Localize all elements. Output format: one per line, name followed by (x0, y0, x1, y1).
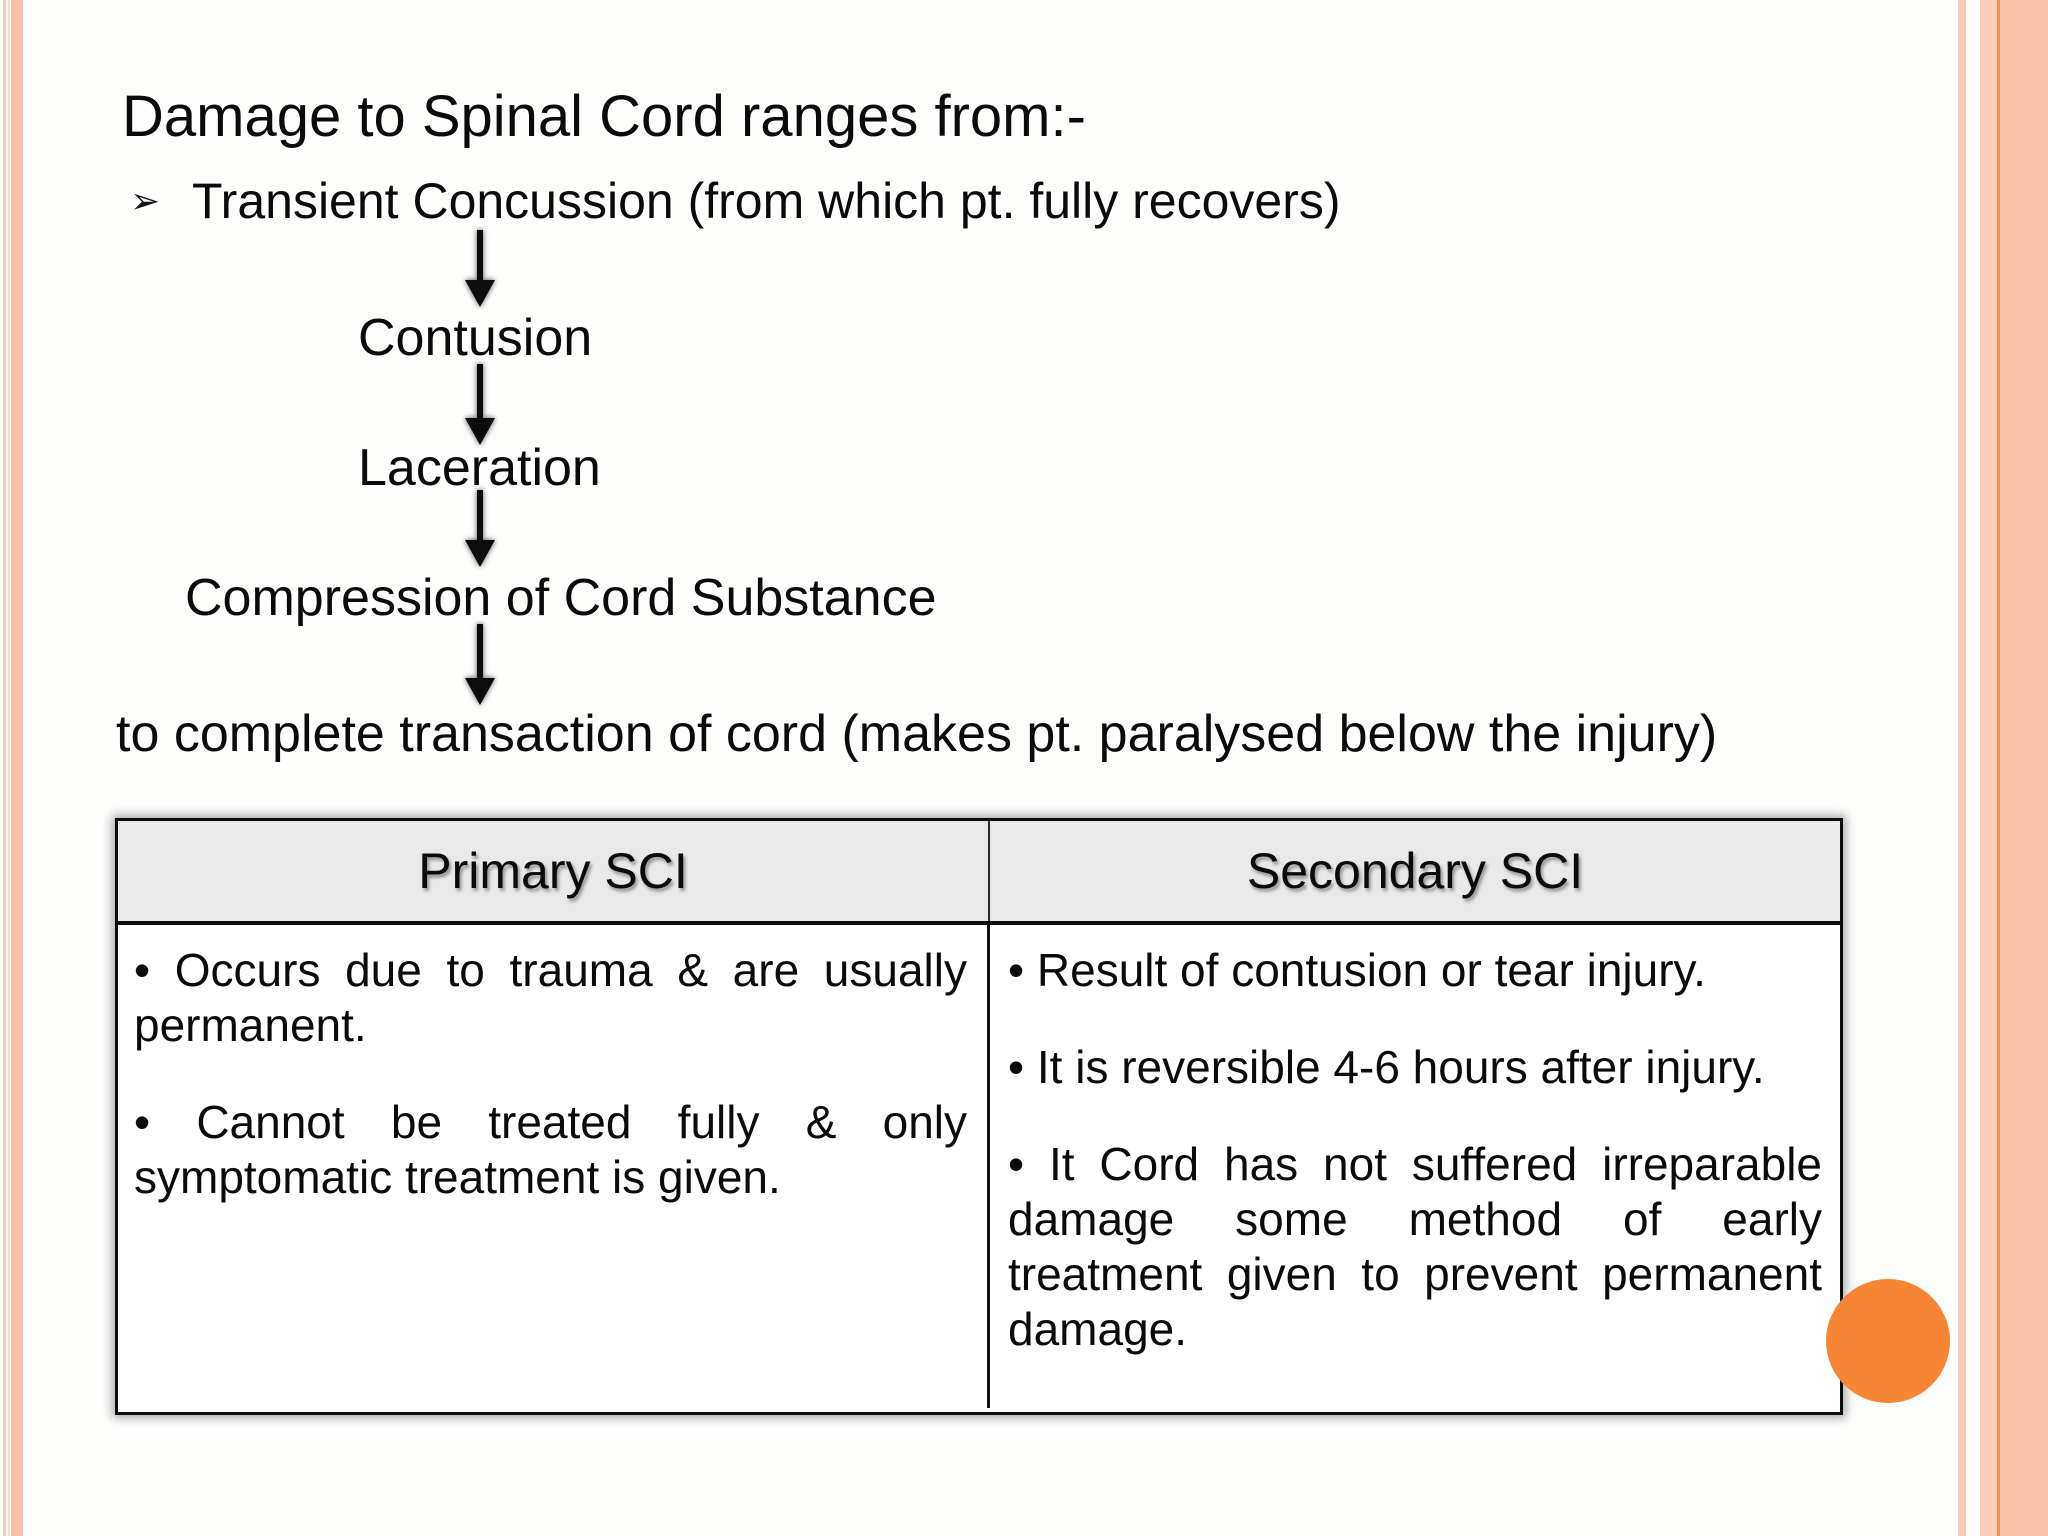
sci-comparison-table: Primary SCI Secondary SCI • Occurs due t… (115, 818, 1843, 1415)
bullet-line: ➢ Transient Concussion (from which pt. f… (130, 172, 1341, 230)
primary-bullet-1: • Occurs due to trauma & are usually per… (134, 944, 967, 1051)
down-arrow-icon (465, 490, 495, 567)
secondary-bullet-2: • It is reversible 4-6 hours after injur… (1008, 1041, 1765, 1093)
flow-step-contusion: Contusion (358, 309, 593, 367)
page-title: Damage to Spinal Cord ranges from:- (122, 84, 1086, 149)
primary-bullet-2: • Cannot be treated fully & only symptom… (134, 1096, 967, 1203)
table-header-primary: Primary SCI (118, 821, 990, 921)
down-arrow-icon (465, 624, 495, 705)
left-border-stripe-thin (3, 0, 6, 1536)
flow-step-laceration: Laceration (358, 439, 601, 497)
table-body-row: • Occurs due to trauma & are usually per… (118, 925, 1840, 1408)
table-header-secondary: Secondary SCI (1246, 843, 1584, 899)
table-cell-primary: • Occurs due to trauma & are usually per… (118, 925, 990, 1408)
right-border-stripe-band (1980, 0, 2048, 1536)
bullet-text: Transient Concussion (from which pt. ful… (192, 173, 1341, 229)
secondary-bullet-3: • It Cord has not suffered irreparable d… (1008, 1138, 1822, 1355)
left-border-stripe-light (8, 0, 10, 1536)
table-header-row: Primary SCI Secondary SCI (118, 821, 1840, 925)
table-cell-secondary: • Result of contusion or tear injury. • … (990, 925, 1840, 1408)
right-border-stripe-thin (1958, 0, 1966, 1536)
left-border-stripe-band (11, 0, 23, 1536)
arrowhead-bullet-icon: ➢ (130, 180, 161, 221)
down-arrow-icon (465, 364, 495, 445)
right-border-stripe-accent-line (1997, 0, 2000, 1536)
secondary-bullet-1: • Result of contusion or tear injury. (1008, 944, 1706, 996)
flow-tail-text: to complete transaction of cord (makes p… (116, 705, 1718, 763)
down-arrow-icon (465, 230, 495, 307)
orange-accent-circle (1826, 1279, 1950, 1403)
flow-step-compression: Compression of Cord Substance (185, 569, 937, 627)
